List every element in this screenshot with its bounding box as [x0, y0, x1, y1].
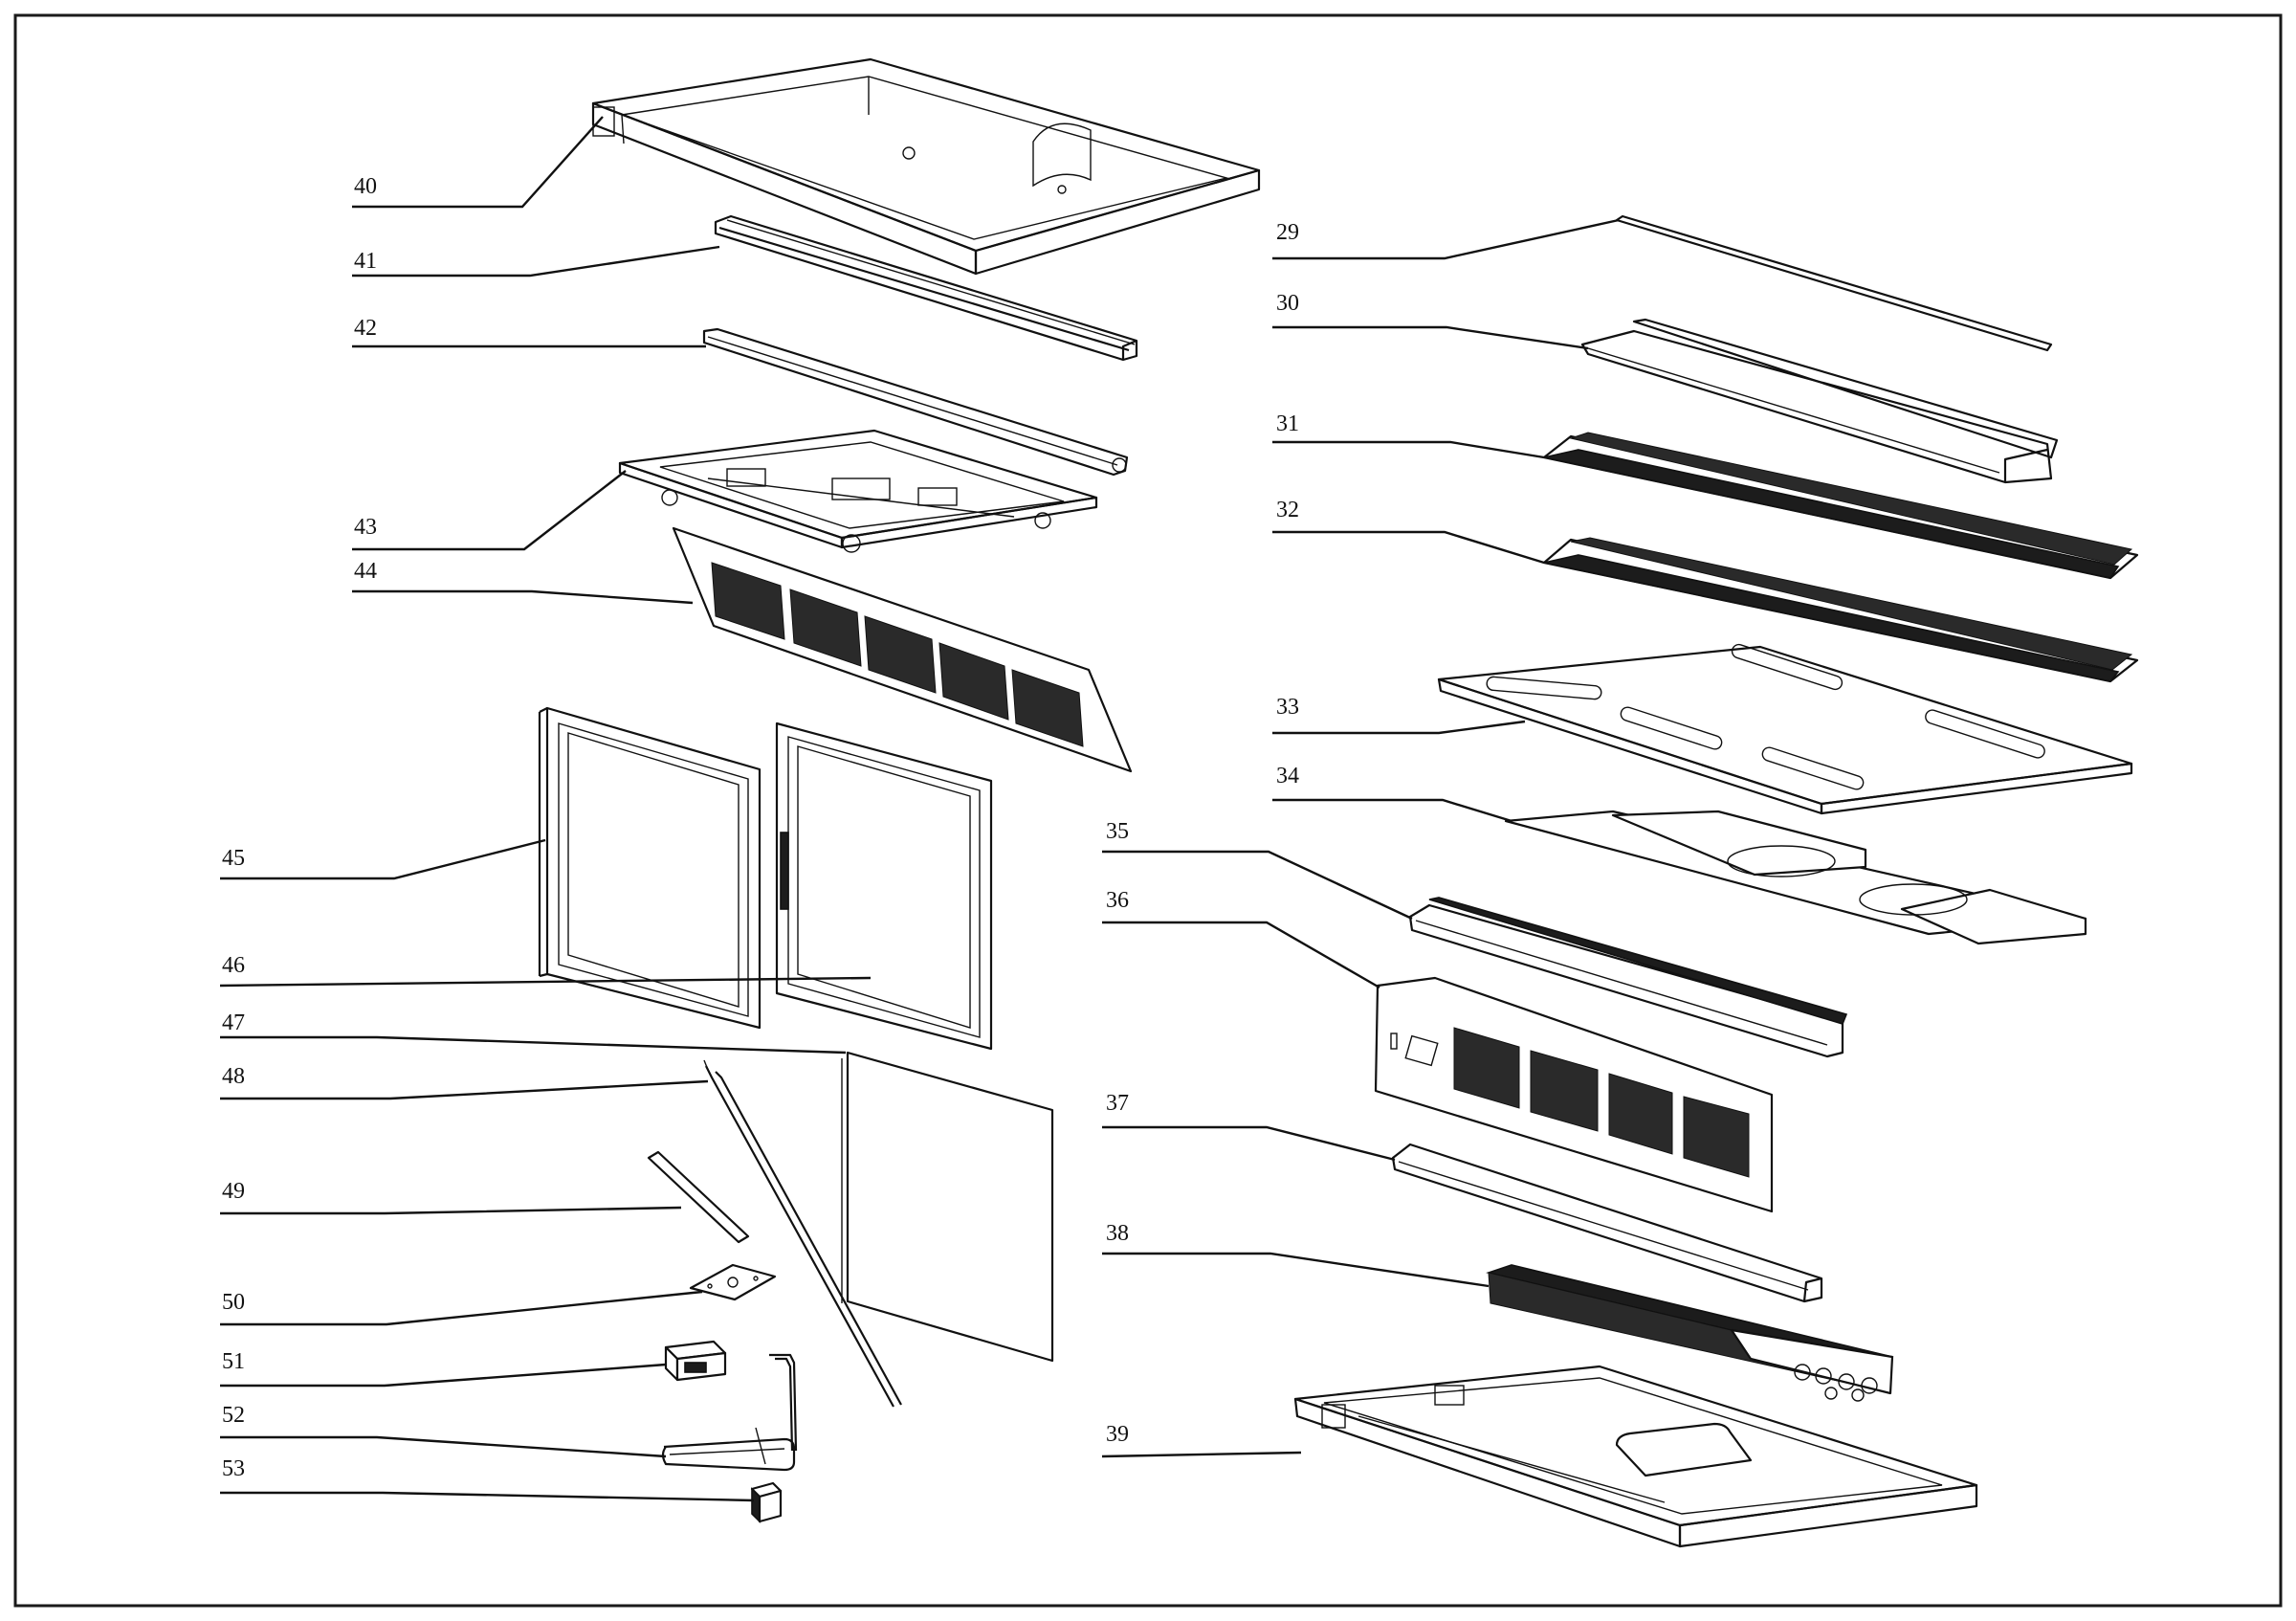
svg-text:33: 33	[1276, 695, 1299, 720]
part-34-fan-plate	[1504, 810, 2087, 945]
svg-text:43: 43	[354, 515, 377, 540]
svg-text:50: 50	[222, 1290, 245, 1315]
svg-text:47: 47	[222, 1010, 245, 1035]
svg-text:53: 53	[222, 1456, 245, 1481]
svg-text:44: 44	[354, 559, 377, 584]
svg-text:39: 39	[1106, 1422, 1129, 1447]
callout-38: 38	[1102, 1221, 1490, 1288]
svg-text:45: 45	[222, 846, 245, 871]
part-37-lower-rail	[1391, 1143, 1823, 1303]
callout-44: 44	[352, 559, 694, 605]
callout-42: 42	[352, 316, 706, 348]
callout-45: 45	[220, 838, 546, 880]
part-50-mounting-plate	[689, 1263, 777, 1301]
callout-53: 53	[220, 1456, 755, 1502]
callout-37: 37	[1102, 1091, 1396, 1162]
callout-51: 51	[220, 1349, 667, 1388]
svg-text:29: 29	[1276, 220, 1299, 245]
callout-47: 47	[220, 1010, 847, 1055]
part-36-rear-grille	[1374, 976, 1774, 1213]
callout-39: 39	[1101, 1422, 1302, 1458]
part-44-front-grille	[672, 526, 1133, 773]
callout-40: 40	[352, 116, 604, 209]
part-48-door-rod	[703, 1059, 902, 1408]
part-30-upper-channel	[1580, 318, 2059, 484]
callout-36: 36	[1102, 888, 1380, 989]
svg-text:30: 30	[1276, 291, 1299, 316]
svg-text:31: 31	[1276, 411, 1299, 436]
part-41-door-rail	[714, 214, 1138, 362]
part-31-condenser-upper	[1542, 432, 2139, 580]
part-46-door-frame-right	[775, 722, 993, 1051]
part-38-evaporator	[1486, 1264, 1894, 1402]
callout-46: 46	[219, 953, 872, 988]
callout-48: 48	[220, 1064, 709, 1100]
part-39-base-tray	[1293, 1365, 1978, 1548]
part-47-glass-panel	[841, 1051, 1054, 1363]
part-49-tube	[647, 1150, 750, 1244]
part-29-top-strip	[1615, 214, 2053, 352]
drawing-border	[13, 13, 2283, 1608]
part-32-condenser-lower	[1542, 537, 2139, 683]
callout-41: 41	[352, 245, 720, 278]
part-43-control-panel-frame	[618, 429, 1098, 553]
callout-29: 29	[1272, 218, 1620, 260]
svg-text:34: 34	[1276, 764, 1299, 788]
svg-text:37: 37	[1106, 1091, 1129, 1116]
svg-text:51: 51	[222, 1349, 245, 1374]
part-53-switch	[750, 1481, 783, 1523]
callout-31: 31	[1272, 411, 1545, 459]
svg-text:49: 49	[222, 1179, 245, 1204]
part-35-channel-rail	[1408, 897, 1848, 1058]
callout-35: 35	[1102, 819, 1413, 921]
svg-text:40: 40	[354, 174, 377, 199]
svg-text:36: 36	[1106, 888, 1129, 913]
part-45-door-frame-left	[538, 706, 762, 1030]
svg-text:46: 46	[222, 953, 245, 978]
svg-text:52: 52	[222, 1403, 245, 1428]
part-40-top-cover	[591, 57, 1261, 276]
svg-text:32: 32	[1276, 498, 1299, 522]
svg-text:35: 35	[1106, 819, 1129, 844]
callout-33: 33	[1272, 695, 1526, 735]
part-33-slotted-plate	[1437, 643, 2133, 815]
callout-49: 49	[220, 1179, 682, 1215]
svg-text:48: 48	[222, 1064, 245, 1089]
svg-text:38: 38	[1106, 1221, 1129, 1246]
callout-52: 52	[220, 1403, 667, 1458]
svg-text:42: 42	[354, 316, 377, 341]
callout-30: 30	[1272, 291, 1589, 350]
part-42-door-track	[702, 327, 1129, 477]
callout-50: 50	[220, 1290, 703, 1326]
callout-43: 43	[352, 470, 627, 551]
part-51-temperature-controller	[664, 1340, 727, 1382]
callout-34: 34	[1272, 764, 1512, 823]
svg-text:41: 41	[354, 249, 377, 274]
callout-32: 32	[1272, 498, 1545, 565]
